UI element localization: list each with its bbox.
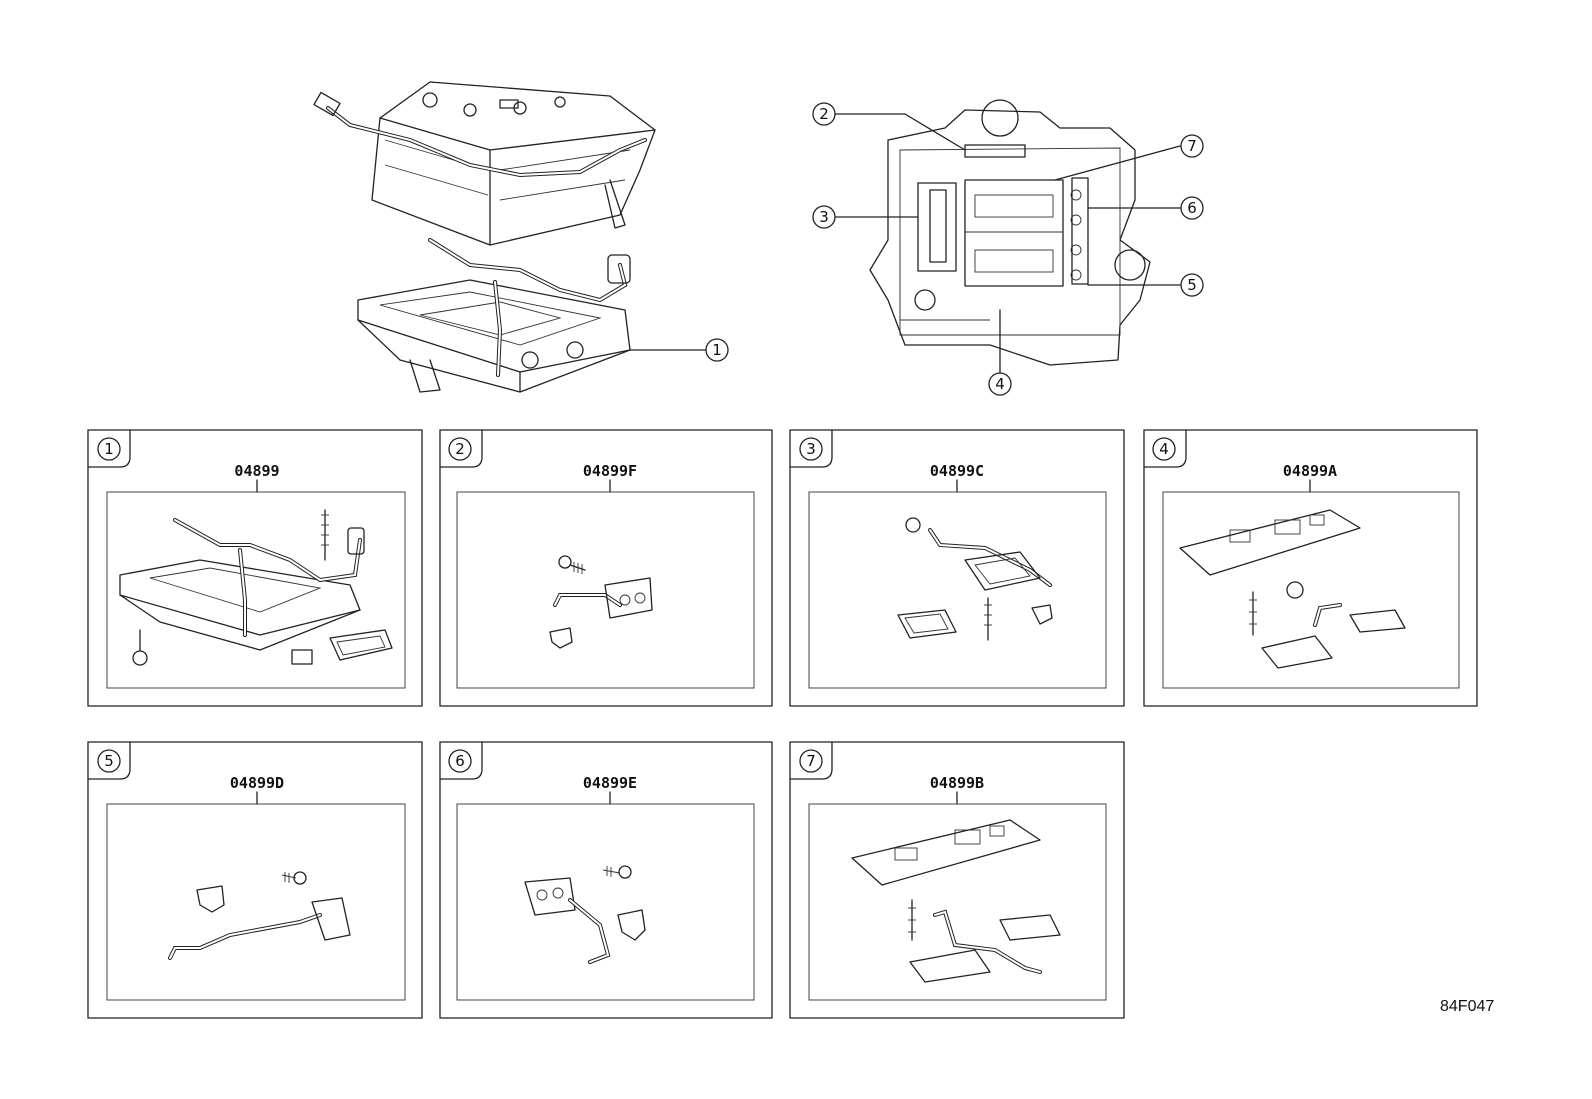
- svg-text:04899F: 04899F: [583, 462, 637, 480]
- callout-5: 5: [1180, 273, 1204, 297]
- svg-text:4: 4: [1159, 440, 1169, 458]
- panel-4: 4 04899A: [1143, 429, 1478, 707]
- callout-7: 7: [1180, 134, 1204, 158]
- svg-text:7: 7: [1187, 137, 1197, 155]
- svg-text:04899C: 04899C: [930, 462, 984, 480]
- svg-text:1: 1: [712, 341, 722, 359]
- svg-text:5: 5: [104, 752, 114, 770]
- svg-text:04899: 04899: [234, 462, 279, 480]
- svg-text:6: 6: [1187, 199, 1197, 217]
- svg-text:04899B: 04899B: [930, 774, 984, 792]
- svg-text:04899A: 04899A: [1283, 462, 1337, 480]
- svg-text:4: 4: [995, 375, 1005, 393]
- panel-5: 5 04899D: [87, 741, 423, 1019]
- panel-1: 1 04899: [87, 429, 423, 707]
- svg-text:04899E: 04899E: [583, 774, 637, 792]
- panel-6: 6 04899E: [439, 741, 773, 1019]
- inverter-assembly-illustration: [313, 81, 707, 393]
- callout-4: 4: [988, 372, 1012, 396]
- inverter-top-view-illustration: [834, 99, 1181, 374]
- svg-text:04899D: 04899D: [230, 774, 284, 792]
- callout-6: 6: [1180, 196, 1204, 220]
- callout-3: 3: [812, 205, 836, 229]
- svg-text:6: 6: [455, 752, 465, 770]
- svg-text:2: 2: [455, 440, 465, 458]
- svg-text:3: 3: [819, 208, 829, 226]
- svg-text:1: 1: [104, 440, 114, 458]
- diagram-code: 84F047: [1440, 998, 1495, 1015]
- panel-3: 3 04899C: [789, 429, 1125, 707]
- svg-text:3: 3: [806, 440, 816, 458]
- svg-text:7: 7: [806, 752, 816, 770]
- callout-2: 2: [812, 102, 836, 126]
- svg-text:5: 5: [1187, 276, 1197, 294]
- top-callouts: 1 2 3 4 5 6 7: [705, 102, 1204, 396]
- panel-2: 2 04899F: [439, 429, 773, 707]
- svg-text:2: 2: [819, 105, 829, 123]
- panel-7: 7 04899B: [789, 741, 1125, 1019]
- callout-1: 1: [705, 338, 729, 362]
